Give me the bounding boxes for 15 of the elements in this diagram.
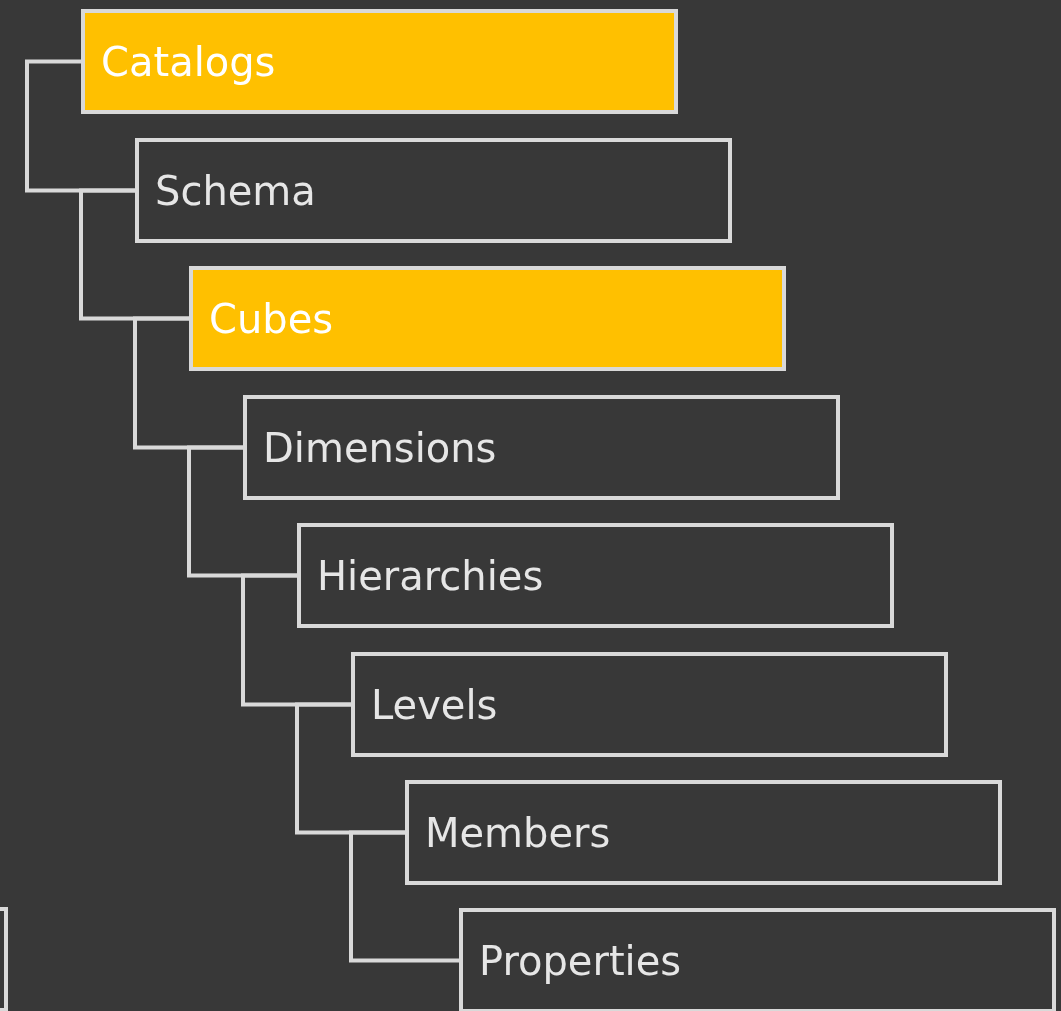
hierarchy-box [243,395,840,500]
box-label: Hierarchies [317,555,544,596]
box-label: Schema [155,170,316,211]
hierarchy-box [297,523,894,628]
box-label: Dimensions [263,427,497,468]
box-label: Members [425,812,611,853]
box-label: Cubes [209,298,334,339]
hierarchy-box [81,9,678,114]
hierarchy-box [459,908,1056,1011]
hierarchy-box [351,652,948,757]
hierarchy-box [189,266,786,371]
hierarchy-box [405,780,1002,885]
box-label: Levels [371,684,498,725]
hierarchy-box [135,138,732,243]
connector-line [349,830,459,963]
